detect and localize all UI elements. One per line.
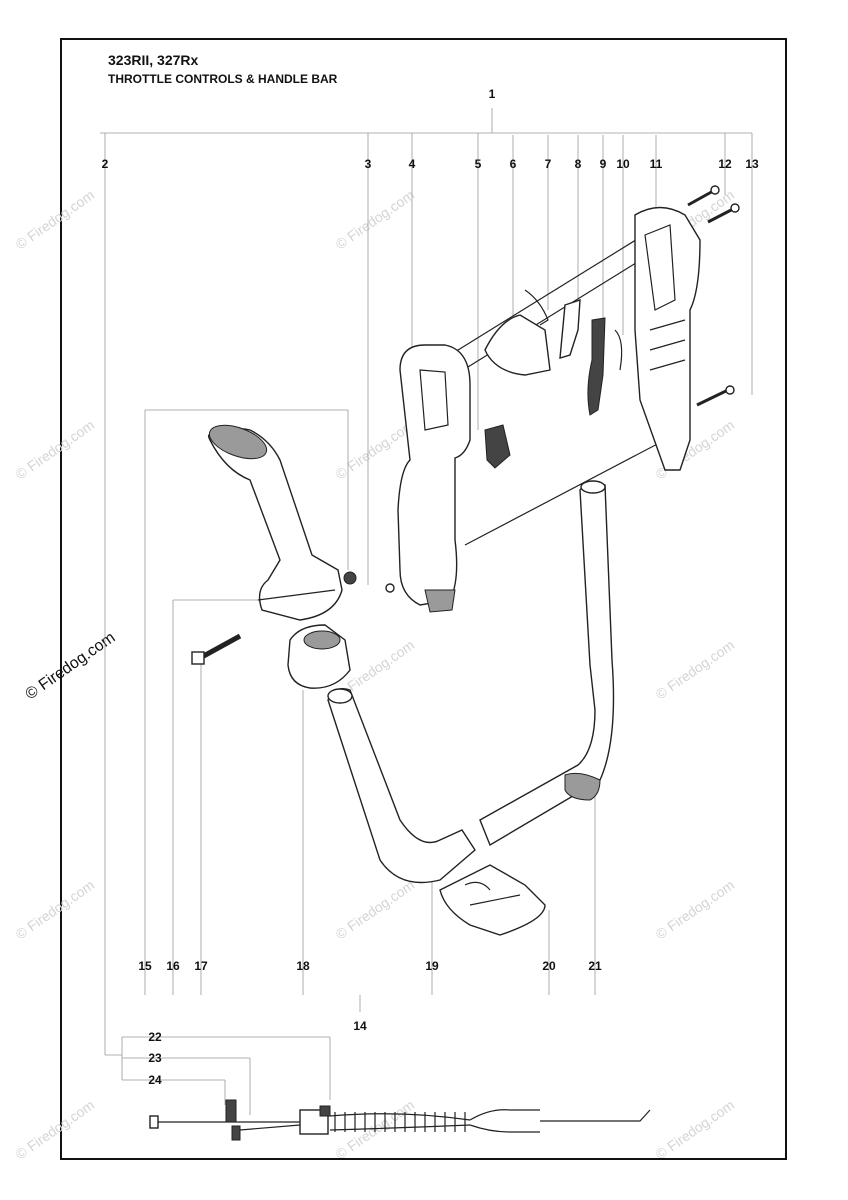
watermark-layer: © Firedog.com © Firedog.com © Firedog.co… [13, 187, 738, 1163]
throttle-cable [149, 1099, 651, 1141]
callout-2: 2 [102, 157, 109, 171]
callout-7: 7 [545, 157, 552, 171]
model-title: 323RII, 327Rx [108, 52, 199, 68]
callout-13: 13 [745, 157, 759, 171]
callout-15: 15 [138, 959, 152, 973]
watermark: © Firedog.com [653, 877, 738, 943]
throttle-handle-assembly [385, 185, 740, 613]
callout-21: 21 [588, 959, 602, 973]
watermark: © Firedog.com [13, 1097, 98, 1163]
callout-10: 10 [616, 157, 630, 171]
callout-23: 23 [148, 1051, 162, 1065]
watermark: © Firedog.com [13, 417, 98, 483]
section-title: THROTTLE CONTROLS & HANDLE BAR [108, 72, 338, 86]
callout-8: 8 [575, 157, 582, 171]
callout-19: 19 [425, 959, 439, 973]
watermark: © Firedog.com [13, 877, 98, 943]
callout-1: 1 [489, 87, 496, 101]
callout-22: 22 [148, 1030, 162, 1044]
diagram-frame [60, 38, 787, 1160]
callout-12: 12 [718, 157, 732, 171]
callout-18: 18 [296, 959, 310, 973]
callout-17: 17 [194, 959, 208, 973]
callout-16: 16 [166, 959, 180, 973]
watermark: © Firedog.com [333, 877, 418, 943]
callout-20: 20 [542, 959, 556, 973]
watermark: © Firedog.com [333, 187, 418, 253]
callout-24: 24 [148, 1073, 162, 1087]
callout-11: 11 [650, 157, 663, 171]
callout-4: 4 [409, 157, 416, 171]
watermark: © Firedog.com [653, 637, 738, 703]
watermark-main: © Firedog.com [23, 629, 119, 703]
callout-14: 14 [353, 1019, 367, 1033]
bar-clamp [439, 864, 546, 936]
callout-6: 6 [510, 157, 517, 171]
watermark: © Firedog.com [653, 1097, 738, 1163]
left-grip-assembly [191, 424, 357, 689]
callout-9: 9 [600, 157, 607, 171]
callout-5: 5 [475, 157, 482, 171]
callout-labels: 1 2 3 4 5 6 7 8 9 10 11 12 13 14 15 16 1… [102, 87, 759, 1087]
callout-3: 3 [365, 157, 372, 171]
leader-lines [100, 108, 753, 1115]
handle-bar-tube [327, 480, 615, 884]
watermark: © Firedog.com [13, 187, 98, 253]
